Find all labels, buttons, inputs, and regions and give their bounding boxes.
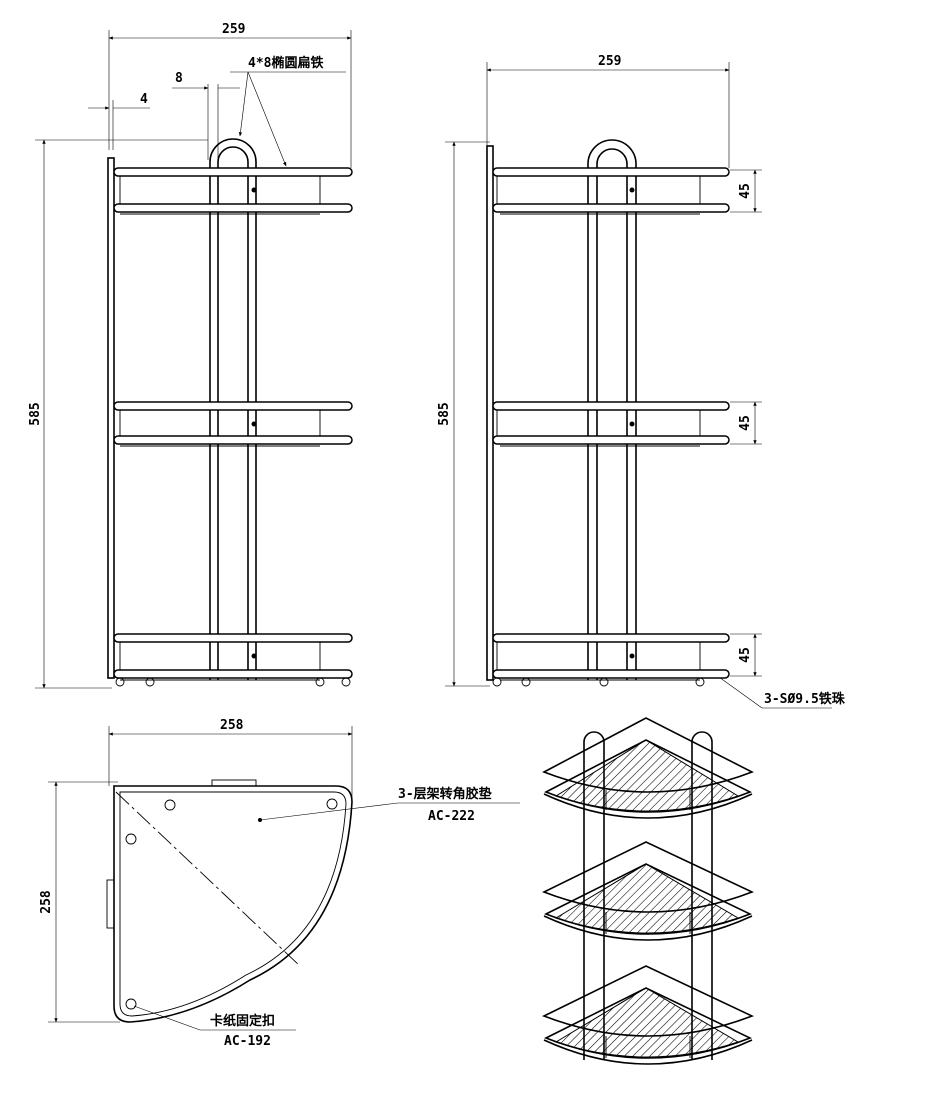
front-height-dimension: 585 — [28, 139, 208, 689]
side-height-text: 585 — [437, 402, 452, 425]
front-frame-loop-outer — [209, 138, 257, 680]
top-depth-text: 258 — [39, 890, 54, 914]
iso-post-right — [691, 731, 713, 1060]
shelf-gap-mid-text: 45 — [738, 415, 753, 431]
rubber-pad-name: 3-层架转角胶垫 — [398, 786, 492, 802]
front-width-text: 259 — [222, 22, 245, 37]
iron-bead-label: 3-SØ9.5铁珠 — [764, 691, 846, 707]
side-shelf-middle — [492, 401, 730, 447]
top-hook — [211, 779, 257, 787]
shelf-gap-dimensions: 45 45 45 — [730, 169, 762, 677]
top-wall-mount — [106, 879, 115, 929]
front-width-dimension: 259 — [108, 22, 352, 168]
top-center-line — [115, 791, 301, 967]
side-shelf-bottom — [492, 633, 730, 687]
flat-iron-label: 4*8椭圆扁铁 — [248, 55, 323, 71]
top-hole-4 — [125, 998, 137, 1010]
tube-width-dimension: 8 — [172, 71, 240, 160]
side-frame-loop-outer — [587, 139, 637, 680]
front-shelf-bottom — [113, 633, 353, 687]
front-shelf-top — [113, 167, 353, 215]
front-view: 259 8 4 4*8椭圆扁铁 585 — [28, 22, 353, 689]
side-frame-loop-inner — [596, 148, 628, 680]
top-width-text: 258 — [220, 718, 244, 733]
shelf-gap-bottom-text: 45 — [738, 647, 753, 663]
top-view: 258 258 3-层架转角胶垫 AC-222 卡纸固定扣 AC-1 — [39, 718, 520, 1049]
clip-callout: 卡纸固定扣 AC-192 — [133, 1005, 296, 1049]
top-hole-1 — [164, 799, 176, 811]
side-width-text: 259 — [598, 54, 621, 69]
isometric-view — [542, 717, 755, 1065]
tube-width-text: 8 — [175, 71, 183, 86]
iso-shelf-middle — [542, 841, 755, 941]
side-shelf-top — [492, 167, 730, 215]
iron-bead-callout: 3-SØ9.5铁珠 — [711, 671, 846, 709]
top-depth-dimension: 258 — [39, 781, 120, 1023]
side-height-dimension: 585 — [437, 141, 490, 687]
front-height-text: 585 — [28, 402, 43, 425]
front-wall-strip — [107, 157, 115, 679]
side-wall-strip — [486, 145, 494, 681]
iso-shelf-bottom — [542, 965, 755, 1065]
front-frame-loop-inner — [217, 146, 249, 680]
rubber-pad-callout: 3-层架转角胶垫 AC-222 — [259, 786, 520, 824]
top-tray-inner — [119, 791, 347, 1017]
top-hole-3 — [125, 833, 137, 845]
side-view: 259 585 45 45 45 3-SØ9.5铁珠 — [437, 54, 846, 709]
front-shelf-middle — [113, 401, 353, 447]
iso-shelf-top — [542, 717, 754, 819]
side-width-dimension: 259 — [486, 54, 730, 168]
tube-offset-dimension: 4 — [88, 92, 150, 150]
clip-code: AC-192 — [224, 1034, 271, 1049]
clip-name: 卡纸固定扣 — [210, 1013, 275, 1029]
top-tray-outer — [113, 785, 353, 1023]
tube-offset-text: 4 — [140, 92, 148, 107]
top-width-dimension: 258 — [108, 718, 353, 800]
rubber-pad-code: AC-222 — [428, 809, 475, 824]
shelf-gap-top-text: 45 — [738, 183, 753, 199]
top-hole-2 — [326, 798, 338, 810]
flat-iron-callout: 4*8椭圆扁铁 — [230, 55, 346, 167]
